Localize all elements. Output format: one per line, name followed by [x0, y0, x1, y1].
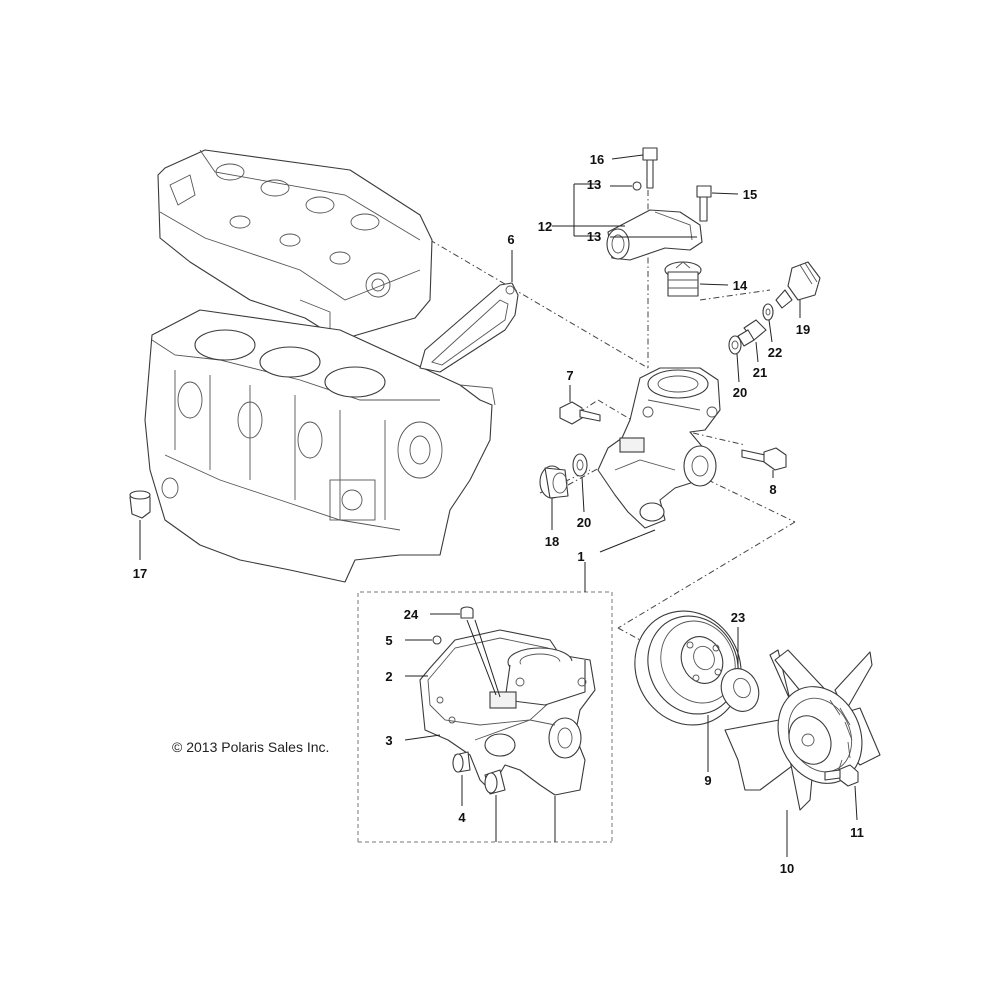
callout-9: 9: [704, 773, 711, 788]
callout-18: 18: [545, 534, 559, 549]
callout-4: 4: [458, 810, 466, 825]
callout-10: 10: [780, 861, 794, 876]
part-21-fitting: [737, 319, 767, 363]
part-6-gasket: [419, 250, 519, 373]
copyright-notice: © 2013 Polaris Sales Inc.: [172, 739, 330, 755]
callout-8: 8: [769, 482, 776, 497]
callout-2: 2: [385, 669, 392, 684]
pump-detail-body: [419, 629, 596, 796]
part-22-washer: [762, 303, 774, 343]
callout-13-upper: 13: [587, 177, 601, 192]
callout-15: 15: [743, 187, 757, 202]
part-19-temp-sensor: [775, 261, 821, 318]
part-3-plate: [404, 734, 441, 741]
callout-5: 5: [385, 633, 392, 648]
engine-block: [144, 309, 496, 583]
callout-1: 1: [577, 549, 584, 564]
part-8-bolt: [741, 447, 787, 478]
part-11-bolt: [824, 764, 859, 821]
part-5-screw: [405, 635, 442, 645]
callout-20-lower: 20: [577, 515, 591, 530]
callout-14: 14: [733, 278, 748, 293]
part-23-spacer: [720, 627, 760, 712]
part-1-water-pump-assembly: [597, 367, 721, 553]
callout-19: 19: [796, 322, 810, 337]
callout-24: 24: [404, 607, 419, 622]
part-16-bolt: [611, 147, 658, 189]
part-14-thermostat: [664, 261, 729, 297]
callout-22: 22: [768, 345, 782, 360]
callout-13-lower: 13: [587, 229, 601, 244]
callout-11: 11: [850, 825, 864, 840]
part-17-drain-plug: [129, 490, 151, 560]
part-4-plug: [452, 751, 471, 806]
callout-20-upper: 20: [733, 385, 747, 400]
part-10-fan: [724, 649, 881, 857]
callout-6: 6: [507, 232, 514, 247]
callout-7: 7: [566, 368, 573, 383]
cylinder-head: [157, 149, 433, 341]
part-9-pulley: [634, 610, 742, 772]
part-20-washer-lower: [572, 453, 588, 513]
pump-lower-leaders: [484, 769, 556, 842]
part-12-thermostat-cover: [552, 183, 703, 261]
part-15-bolt: [696, 185, 739, 222]
callout-12: 12: [538, 219, 552, 234]
part-7-bolt: [559, 385, 601, 425]
callout-16: 16: [590, 152, 604, 167]
part-24-dowel: [430, 606, 501, 698]
part-18-plug: [539, 465, 569, 530]
callout-21: 21: [753, 365, 767, 380]
callout-3: 3: [385, 733, 392, 748]
part-20-washer-upper: [728, 335, 742, 383]
callout-17: 17: [133, 566, 147, 581]
callout-23: 23: [731, 610, 745, 625]
callout-labels: 1 2 3 4 5 6 7 8 9 10 11 12 13 13 14 15 1…: [133, 152, 864, 876]
pump-detail-box: [357, 562, 613, 843]
